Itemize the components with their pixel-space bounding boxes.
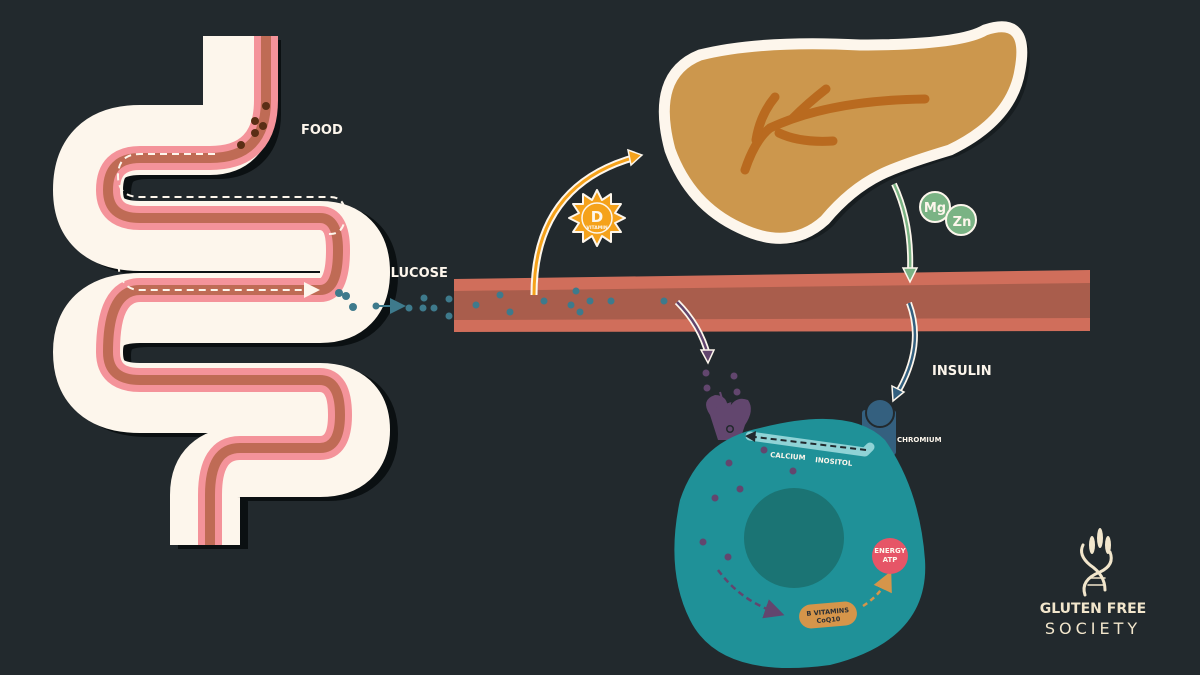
signal-arrow-halo xyxy=(745,431,875,457)
glucose-dot xyxy=(586,297,594,305)
inositol-label: INOSITOL xyxy=(815,456,853,468)
glucose-dot xyxy=(430,304,438,312)
food-particles xyxy=(237,102,270,149)
glucose-dot xyxy=(445,312,453,320)
pancreatic-duct-branch xyxy=(788,84,831,123)
glucose-dot xyxy=(725,459,733,467)
blood-vessel xyxy=(454,270,1090,332)
nucleus xyxy=(744,488,844,588)
energy-atp-badge: ENERGY ATP xyxy=(872,538,908,574)
glucose-dot xyxy=(660,297,668,305)
wheat-dna-icon xyxy=(1080,528,1113,597)
mg-label: Mg xyxy=(924,201,946,216)
pancreatic-duct-branch xyxy=(774,128,838,146)
cell: CALCIUM INOSITOL B VITAMINS CoQ10 xyxy=(674,369,926,668)
digestion-flow-arrow xyxy=(116,153,347,298)
intestine-wall xyxy=(52,36,391,545)
vitamin-d-signal-arrow xyxy=(530,148,644,296)
food-particle xyxy=(251,129,259,137)
pancreas xyxy=(658,21,1030,245)
calcium-label: CALCIUM xyxy=(770,451,806,462)
glucose-dot xyxy=(342,292,350,300)
gluten-free-society-logo: GLUTEN FREE SOCIETY xyxy=(1040,528,1146,638)
glucose-dot xyxy=(733,388,741,396)
pancreatic-duct-branch xyxy=(751,92,780,145)
energy-label: ENERGY xyxy=(874,547,906,555)
glucose-dot xyxy=(736,485,744,493)
glucose-dot xyxy=(419,304,427,312)
glucose-dot xyxy=(730,372,738,380)
logo-line1: GLUTEN FREE xyxy=(1040,601,1146,617)
atp-circle xyxy=(872,538,908,574)
vitamin-d-letter: D xyxy=(591,208,603,226)
food-particle xyxy=(262,102,270,110)
pancreas-body xyxy=(658,21,1028,244)
glucose-dot xyxy=(724,553,732,561)
glucose-label: GLUCOSE xyxy=(380,266,448,281)
vitamin-d-badge: D VITAMIN xyxy=(568,189,626,247)
b-vitamins-label: B VITAMINS xyxy=(806,606,849,618)
mg-badge xyxy=(919,191,951,223)
glucose-dot xyxy=(372,302,380,310)
food-particle xyxy=(251,117,259,125)
glucose-dot xyxy=(699,538,707,546)
glucose-dot xyxy=(607,297,615,305)
glucose-dot xyxy=(789,467,797,475)
intestine xyxy=(52,36,399,549)
glucose-dot xyxy=(349,303,357,311)
insulin-arrow xyxy=(891,301,918,403)
glucose-dot xyxy=(567,301,575,309)
glucose-to-mitochondria-arrow xyxy=(716,569,785,619)
food-particle xyxy=(259,122,267,130)
glucose-dot xyxy=(702,369,710,377)
pancreatic-duct xyxy=(740,94,930,175)
glucose-dot xyxy=(572,287,580,295)
glucose-dot xyxy=(576,308,584,316)
glucose-dot xyxy=(760,446,768,454)
food-label: FOOD xyxy=(301,123,343,138)
glucose-dot xyxy=(445,295,453,303)
atp-production-arrow xyxy=(862,570,892,608)
coq10-label: CoQ10 xyxy=(816,615,841,625)
glucose-uptake-arrow xyxy=(674,299,716,365)
insulin-molecule xyxy=(865,398,895,428)
glucose-dot xyxy=(472,301,480,309)
glucose-in-cell xyxy=(699,369,797,561)
glucose-dot xyxy=(496,291,504,299)
food-particle xyxy=(237,141,245,149)
glucose-dot xyxy=(405,304,413,312)
glucose-molecules xyxy=(335,289,453,320)
glucose-dot xyxy=(335,289,343,297)
mg-zn-badge: Mg Zn xyxy=(919,191,977,236)
chromium-label: CHROMIUM xyxy=(897,436,942,444)
glucose-dot xyxy=(420,294,428,302)
glucose-dot xyxy=(703,384,711,392)
vessel-inner xyxy=(454,283,1090,320)
atp-label: ATP xyxy=(883,556,898,564)
zn-badge xyxy=(945,204,977,236)
zn-label: Zn xyxy=(953,215,972,230)
insulin-label: INSULIN xyxy=(932,364,992,379)
mineral-arrow xyxy=(891,182,919,284)
glucose-dot xyxy=(711,494,719,502)
signal-arrow xyxy=(754,436,867,451)
b-vitamins-badge: B VITAMINS CoQ10 xyxy=(799,601,857,629)
logo-line2: SOCIETY xyxy=(1045,619,1141,638)
glucose-dot xyxy=(506,308,514,316)
glucose-dot xyxy=(540,297,548,305)
vitamin-d-word: VITAMIN xyxy=(586,225,608,231)
